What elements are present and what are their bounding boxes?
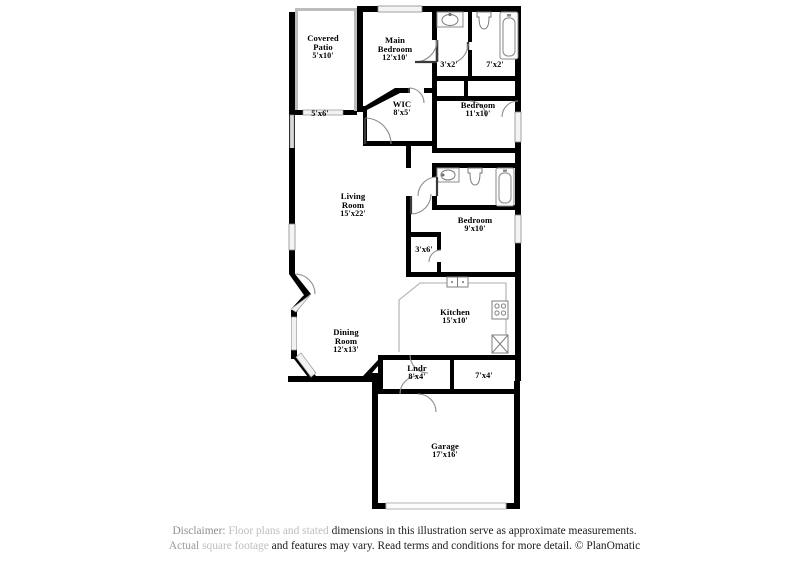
disclaimer-text: Disclaimer: Floor plans and stated dimen… — [0, 524, 809, 554]
disclaimer-line-2: Actual square footage and features may v… — [0, 539, 809, 554]
main-bedroom-walls — [357, 6, 437, 112]
garage-walls — [372, 389, 520, 394]
bathroom-2-fixtures — [436, 167, 515, 207]
main-bedroom-window — [377, 5, 423, 13]
dining-room-bay-windows — [290, 293, 317, 378]
living-room-window — [288, 223, 296, 251]
garage-door — [385, 502, 507, 510]
disclaimer-line-1-rest: dimensions in this illustration serve as… — [328, 525, 637, 537]
disclaimer-line-2-rest: and features may vary. Read terms and co… — [268, 539, 641, 552]
floor-fill — [289, 6, 520, 509]
door-swings — [294, 39, 519, 413]
disclaimer-line-2-faded: square footage — [202, 539, 269, 552]
disclaimer-line-1-prefix: Disclaimer: — [172, 525, 229, 537]
bedroom-9x10-window — [514, 214, 522, 244]
disclaimer-line-2-prefix: Actual — [168, 539, 203, 552]
bedroom-11x10-window — [514, 111, 522, 143]
covered-patio-outline — [289, 8, 357, 116]
kitchen-range — [491, 300, 509, 320]
disclaimer-line-1-faded: Floor plans and stated — [228, 525, 329, 537]
living-room-walls — [406, 146, 411, 214]
closet-3x6-walls — [406, 232, 441, 272]
disclaimer-line-1: Disclaimer: Floor plans and stated dimen… — [0, 524, 809, 539]
porch-5x6-outline — [289, 114, 295, 156]
bathroom-2-walls — [432, 163, 521, 210]
kitchen-sink — [446, 276, 469, 288]
bathroom-1-fixtures — [436, 11, 519, 60]
kitchen-dishwasher — [491, 334, 509, 354]
